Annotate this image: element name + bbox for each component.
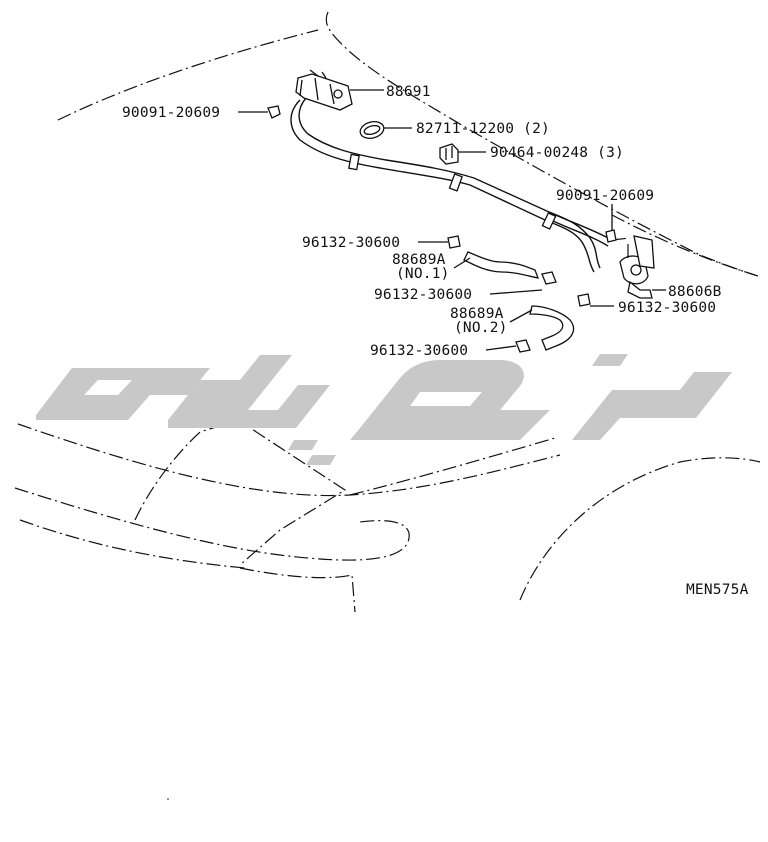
clip-right bbox=[605, 229, 617, 243]
hose-no2 bbox=[529, 305, 575, 351]
clamp bbox=[359, 121, 385, 139]
label-no1: (NO.1) bbox=[396, 266, 450, 282]
label-90091-20609-right: 90091-20609 bbox=[556, 188, 654, 204]
label-96132-30600-a: 96132-30600 bbox=[302, 235, 400, 251]
label-96132-30600-d: 96132-30600 bbox=[370, 343, 468, 359]
label-96132-30600-c: 96132-30600 bbox=[618, 300, 716, 316]
hose-no1 bbox=[463, 251, 540, 279]
retainer-clip bbox=[439, 143, 459, 165]
nozzle-assembly-left bbox=[295, 69, 353, 111]
washer-hose bbox=[290, 97, 613, 273]
label-90091-20609-left: 90091-20609 bbox=[122, 105, 220, 121]
clip-left bbox=[267, 105, 281, 119]
label-88606b: 88606B bbox=[668, 284, 722, 300]
check-valve-right bbox=[611, 235, 655, 299]
label-88689a-no2: 88689A bbox=[450, 306, 504, 322]
body-outline bbox=[14, 11, 761, 613]
leader-lines bbox=[238, 89, 666, 351]
diagram-code: MEN575A bbox=[686, 582, 749, 598]
label-88691: 88691 bbox=[386, 84, 431, 100]
label-82711-12200: 82711-12200 (2) bbox=[416, 121, 550, 137]
stray-dot bbox=[167, 798, 169, 800]
label-88689a-no1: 88689A bbox=[392, 252, 446, 268]
label-no2: (NO.2) bbox=[454, 320, 508, 336]
label-96132-30600-b: 96132-30600 bbox=[374, 287, 472, 303]
hose-clips bbox=[447, 235, 591, 353]
label-90464-00248: 90464-00248 (3) bbox=[490, 145, 624, 161]
watermark-logo bbox=[36, 354, 732, 465]
